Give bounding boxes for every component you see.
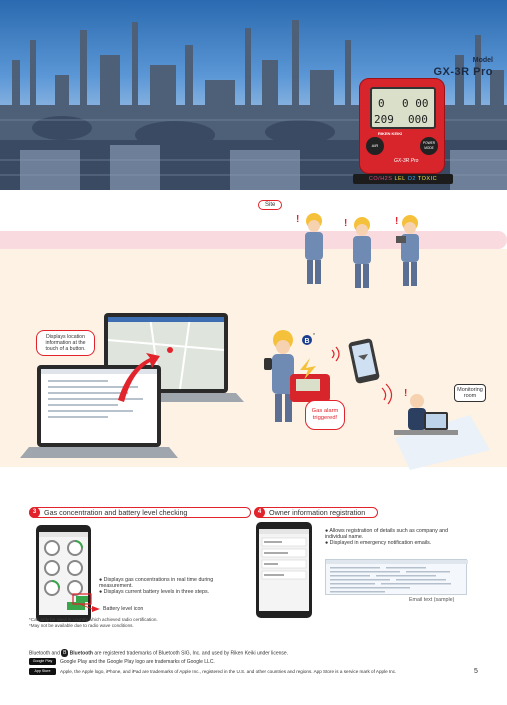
phone-gas-screen	[36, 525, 91, 622]
bluetooth-trademark: Bluetooth and B Bluetooth are registered…	[29, 649, 289, 657]
location-callout: Displays location information at the tou…	[36, 330, 95, 356]
laptop-email	[20, 365, 178, 458]
email-caption: Email text (sample)	[409, 597, 455, 603]
section-4-bullet-2: ● Displayed in emergency notification em…	[325, 540, 432, 547]
note-2: *May not be available due to radio wave …	[29, 622, 134, 628]
site-worker-1: !	[296, 213, 323, 284]
section-4-heading: 4 Owner information registration	[254, 507, 378, 518]
section-3-bullet-1: ● Displays gas concentrations in real ti…	[99, 577, 214, 590]
svg-text:!: !	[344, 218, 347, 229]
google-play-badge: Google Play	[29, 658, 56, 665]
bluetooth-logo-icon: B	[61, 649, 69, 657]
section-4-bullet-1: ● Allows registration of details such as…	[325, 528, 449, 541]
screen-value-top-right: 0 00	[402, 97, 429, 110]
google-trademark: Google Play and the Google Play logo are…	[60, 659, 215, 665]
arrow-icon	[118, 353, 160, 402]
usage-illustration: ! ! !	[20, 213, 490, 470]
screen-value-top-left: 0	[378, 97, 385, 110]
gas-detector-device: 0 0 00 209 000 RIKEN KEIKI AIR POWER MOD…	[353, 78, 453, 190]
battery-level-label: Battery level icon	[103, 606, 144, 612]
notes: *Can only be used in country which achie…	[29, 617, 158, 628]
model-label: Model	[472, 57, 493, 64]
screen-value-bottom-right: 000	[408, 113, 428, 126]
bluetooth-wordmark: Bluetooth	[69, 650, 93, 657]
bluetooth-footnote-mark: *	[313, 333, 315, 339]
site-worker-2: !	[344, 217, 371, 288]
app-store-badge: App Store	[29, 668, 56, 675]
monitoring-room-label: Monitoring room	[454, 384, 486, 402]
page-number: 5	[474, 668, 478, 675]
svg-text:!: !	[296, 214, 299, 225]
gas-alarm-label: Gas alarm triggered!	[305, 400, 345, 430]
note-1: *Can only be used in country which achie…	[29, 617, 158, 622]
site-label: Site	[258, 200, 283, 210]
device-brand: RIKEN KEIKI	[378, 131, 403, 136]
power-mode-button: POWER MODE	[420, 137, 438, 155]
air-button: AIR	[366, 137, 384, 155]
sensor-o2: O2	[407, 176, 416, 182]
phone-owner-screen	[256, 522, 312, 618]
worker-with-phone	[264, 330, 294, 422]
bluetooth-icon: B	[302, 335, 312, 345]
hero-banner: Model GX-3R Pro 0 0 00 209 000 RIKEN KEI…	[0, 0, 507, 190]
sensor-toxic: TOXIC	[417, 176, 438, 182]
device-screen: 0 0 00 209 000	[370, 87, 436, 129]
signal-waves-2	[381, 383, 393, 405]
phone-gas-display	[39, 532, 88, 615]
section-4-bullets: ● Allows registration of details such as…	[325, 528, 465, 547]
sensor-lel: LEL	[394, 176, 406, 182]
svg-text:!: !	[404, 388, 407, 399]
owner-form	[259, 529, 309, 580]
battery-pointer	[72, 593, 100, 612]
signal-waves	[331, 346, 340, 362]
phone-owner-display	[259, 529, 309, 611]
email-sample-lines	[326, 560, 468, 593]
section-4-title: Owner information registration	[269, 508, 366, 517]
section-4-number: 4	[254, 507, 265, 518]
pink-band	[0, 231, 507, 249]
site-worker-3: !	[395, 215, 419, 286]
model-name: GX-3R Pro	[433, 66, 493, 78]
gas-gauges	[39, 532, 88, 610]
section-3-bullets: ● Displays gas concentrations in real ti…	[99, 577, 219, 596]
section-3-heading: 3 Gas concentration and battery level ch…	[29, 507, 251, 518]
svg-text:B: B	[305, 338, 310, 345]
section-3-number: 3	[29, 507, 40, 518]
section-3-title: Gas concentration and battery level chec…	[44, 508, 188, 517]
monitoring-person: !	[394, 388, 490, 470]
smartphone	[348, 338, 380, 384]
apple-trademark: Apple, the Apple logo, iPhone, and iPad …	[60, 669, 397, 674]
sensor-co-h2s: CO/H2S	[368, 176, 393, 182]
section-3-bullet-2: ● Displays current battery levels in thr…	[99, 589, 210, 596]
sensor-strip: CO/H2S LEL O2 TOXIC	[353, 174, 453, 184]
screen-value-bottom-left: 209	[374, 113, 394, 126]
svg-text:!: !	[395, 216, 398, 227]
device-model-text: GX-3R Pro	[394, 158, 419, 164]
device-body: 0 0 00 209 000 RIKEN KEIKI AIR POWER MOD…	[359, 78, 445, 174]
email-sample	[325, 559, 468, 595]
alarm-detector	[290, 358, 330, 402]
